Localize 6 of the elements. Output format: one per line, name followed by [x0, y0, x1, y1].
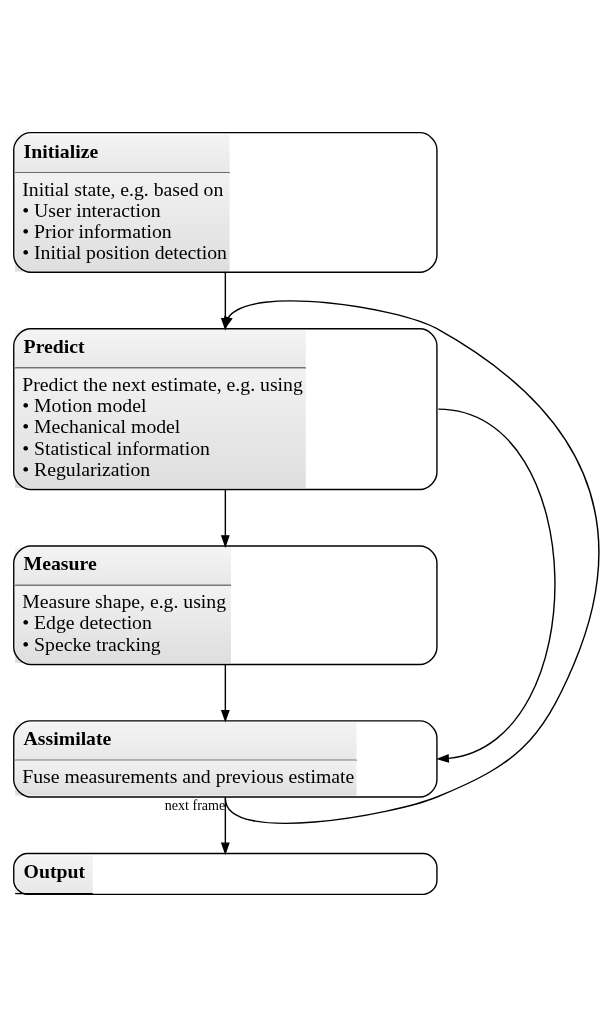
arrow — [220, 489, 230, 548]
arrow — [224, 300, 600, 824]
arrow — [220, 663, 230, 723]
arrow — [220, 796, 230, 856]
edge-label: next frame — [164, 796, 226, 813]
arrow — [436, 408, 556, 763]
